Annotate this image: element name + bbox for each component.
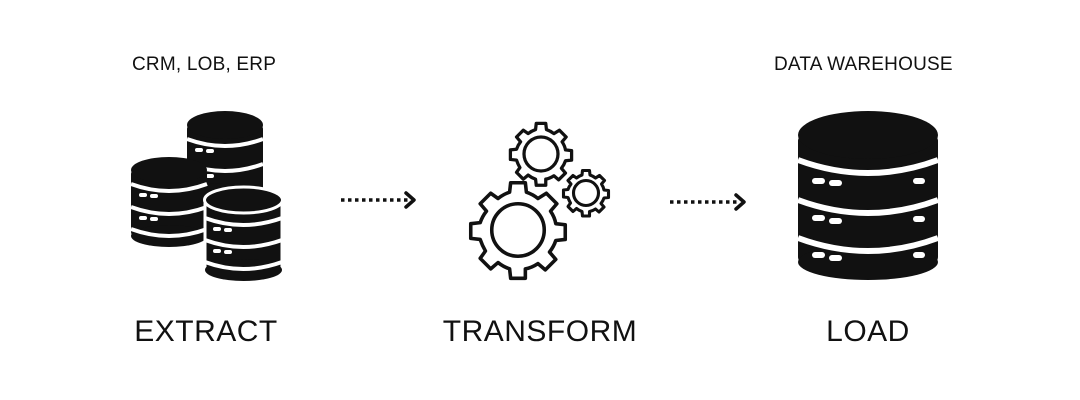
database-left-icon [130, 157, 208, 247]
extract-sources-caption: CRM, LOB, ERP [132, 54, 277, 75]
extract-label: EXTRACT [134, 315, 278, 348]
dotted-arrow-transform-to-load [670, 193, 746, 211]
medium-gear-icon [508, 121, 574, 187]
load-target-caption: DATA WAREHOUSE [774, 54, 953, 75]
transform-label: TRANSFORM [442, 315, 638, 348]
multiple-databases-icon [130, 111, 284, 281]
database-front-icon [203, 185, 284, 281]
database-server-icon [796, 111, 940, 280]
small-gear-icon [561, 168, 611, 218]
dotted-arrow-extract-to-transform [341, 191, 416, 209]
gears-icon [468, 121, 611, 281]
load-label: LOAD [826, 315, 910, 348]
large-gear-icon [468, 180, 568, 281]
